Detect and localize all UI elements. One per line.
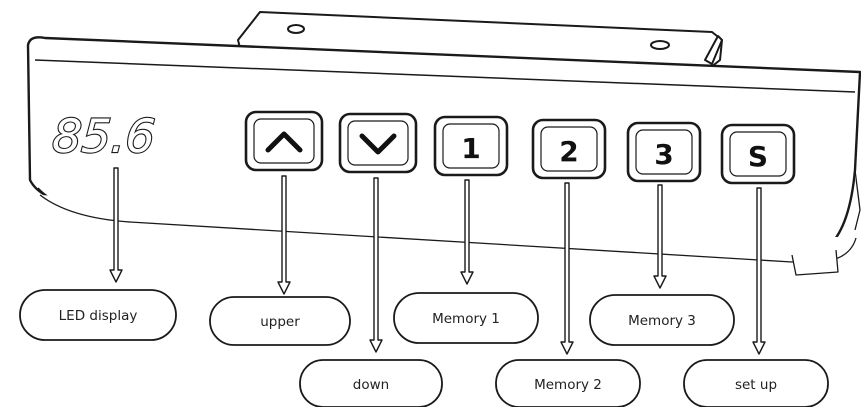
led-display-reading: 85.6 [51, 109, 157, 163]
memory-3-key-label: 3 [654, 138, 673, 171]
leader-arrows [109, 167, 766, 355]
callout-memory-2: Memory 2 [495, 359, 641, 407]
callout-memory-3: Memory 3 [589, 294, 735, 346]
callout-memory-1-text: Memory 1 [432, 311, 500, 327]
arrow-down [369, 177, 383, 353]
led-display: 85.6 [50, 108, 158, 164]
callout-memory-1: Memory 1 [393, 292, 539, 344]
arrow-memory-3 [653, 184, 667, 289]
setup-key-label: S [748, 140, 768, 173]
arrow-upper [277, 175, 291, 295]
callout-memory-2-text: Memory 2 [534, 377, 602, 393]
callout-setup: set up [683, 359, 829, 407]
chevron-up-icon [265, 131, 303, 153]
memory-3-button[interactable]: 3 [626, 121, 702, 183]
memory-1-button[interactable]: 1 [433, 115, 509, 177]
callout-down: down [299, 359, 443, 407]
callout-upper-text: upper [260, 314, 300, 330]
memory-2-key-label: 2 [559, 135, 578, 168]
callout-upper: upper [209, 296, 351, 346]
arrow-memory-1 [460, 179, 474, 285]
callout-setup-text: set up [735, 377, 777, 393]
arrow-led-display [109, 167, 123, 283]
setup-button[interactable]: S [720, 123, 796, 185]
arrow-memory-2 [560, 182, 574, 355]
callout-down-text: down [353, 377, 389, 393]
callout-led-display-text: LED display [59, 308, 138, 324]
callout-led-display: LED display [19, 289, 177, 341]
memory-2-button[interactable]: 2 [531, 118, 607, 180]
down-button[interactable] [338, 112, 418, 174]
memory-1-key-label: 1 [461, 132, 480, 165]
up-button[interactable] [244, 110, 324, 172]
callout-memory-3-text: Memory 3 [628, 313, 696, 329]
arrow-setup [752, 187, 766, 355]
chevron-down-icon [359, 133, 397, 155]
